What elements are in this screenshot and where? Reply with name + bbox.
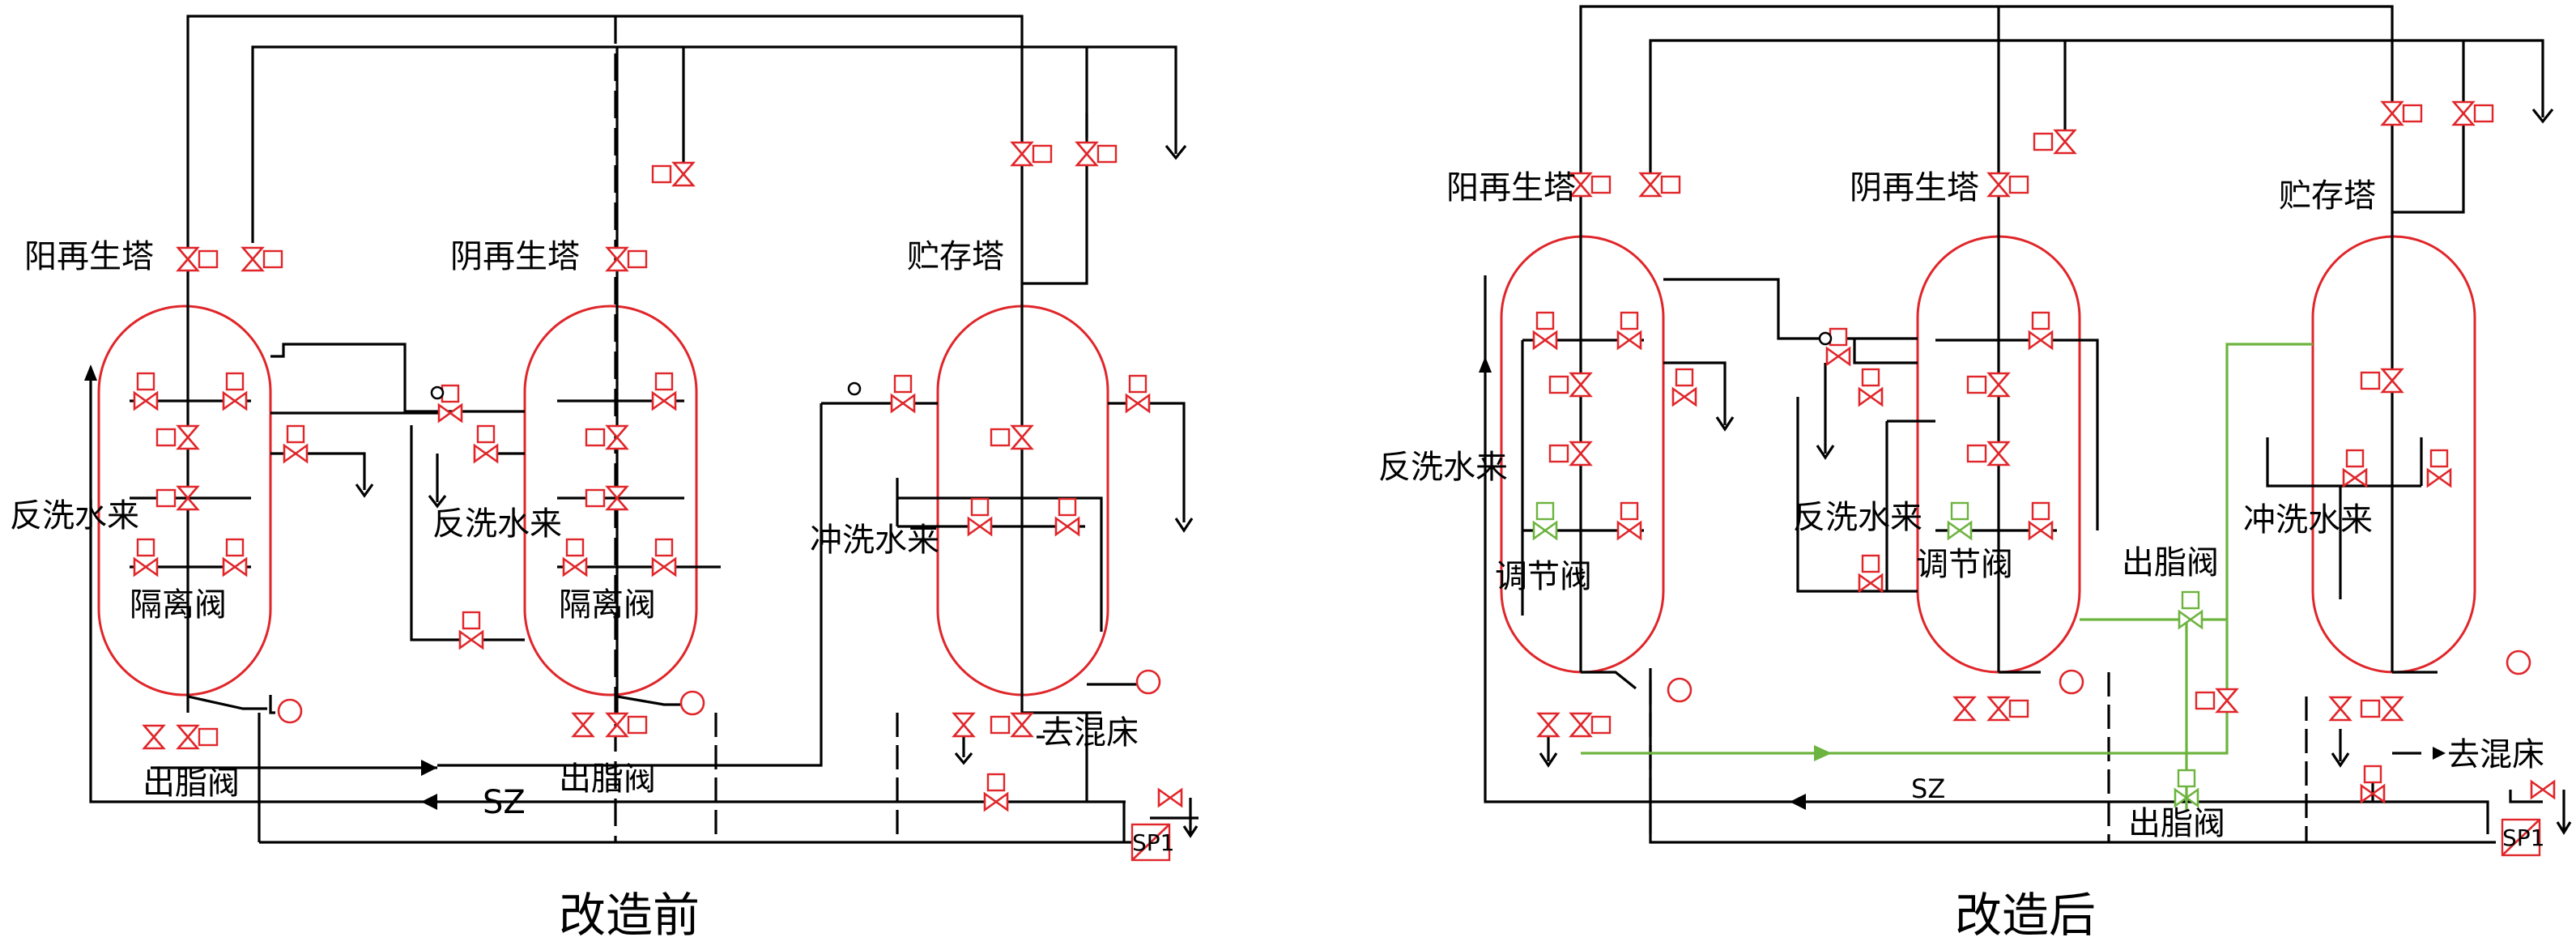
to-mixed-bed-label: 去混床 (1041, 714, 1139, 752)
pump-tag: SP1 (1132, 829, 1174, 856)
panel-before: 阳再生塔 阴再生塔 贮存塔 反洗水来 反洗水来 冲洗水来 隔离阀 隔离阀 出脂阀… (10, 15, 1199, 943)
regulating-valve-label: 调节阀 (1495, 558, 1592, 595)
regulating-valve-label: 调节阀 (1916, 546, 2013, 583)
to-mixed-bed-label: 去混床 (2447, 736, 2544, 773)
panel-caption-before: 改造前 (559, 888, 700, 943)
backwash-inlet-label: 反洗水来 (1793, 499, 1922, 536)
pump-icon (1130, 823, 1171, 862)
cation-tower-label: 阳再生塔 (1446, 169, 1576, 207)
anion-regeneration-vessel (523, 305, 698, 697)
resin-outlet-valve-label: 出脂阀 (559, 760, 656, 798)
anion-tower-label: 阴再生塔 (450, 238, 580, 275)
meter-icon (1667, 331, 2531, 703)
vent-icon (1539, 101, 2572, 836)
resin-outlet-valve-label: 出脂阀 (143, 765, 240, 802)
meter-icon (277, 381, 1161, 724)
resin-outlet-valve-label: 出脂阀 (2128, 805, 2225, 842)
pump-tag: SP1 (2502, 824, 2544, 851)
sz-tag: SZ (1911, 773, 1945, 804)
valve-icon (1532, 100, 2556, 808)
panel-caption-after: 改造后 (1955, 888, 2096, 943)
storage-tower-label: 贮存塔 (2279, 177, 2376, 215)
storage-tower-label: 贮存塔 (907, 238, 1004, 275)
storage-vessel (2311, 235, 2476, 674)
panel-after: 阳再生塔 阴再生塔 贮存塔 反洗水来 反洗水来 冲洗水来 调节阀 调节阀 出脂阀… (1378, 5, 2572, 943)
valve-icon (133, 141, 1183, 812)
cation-regeneration-vessel (97, 305, 272, 697)
backwash-inlet-label: 反洗水来 (1378, 449, 1508, 486)
flush-inlet-label: 冲洗水来 (2243, 501, 2373, 539)
sz-tag: SZ (483, 784, 526, 821)
isolation-valve-label: 隔离阀 (559, 586, 656, 624)
resin-outlet-valve-label: 出脂阀 (2122, 544, 2219, 582)
flush-inlet-label: 冲洗水来 (810, 522, 939, 559)
vent-icon (355, 138, 1199, 838)
cation-tower-label: 阳再生塔 (24, 238, 154, 275)
anion-tower-label: 阴再生塔 (1850, 169, 1979, 207)
backwash-inlet-label: 反洗水来 (432, 505, 562, 543)
backwash-inlet-label: 反洗水来 (10, 497, 139, 535)
pump-icon (2501, 818, 2541, 857)
isolation-valve-label: 隔离阀 (130, 586, 227, 624)
